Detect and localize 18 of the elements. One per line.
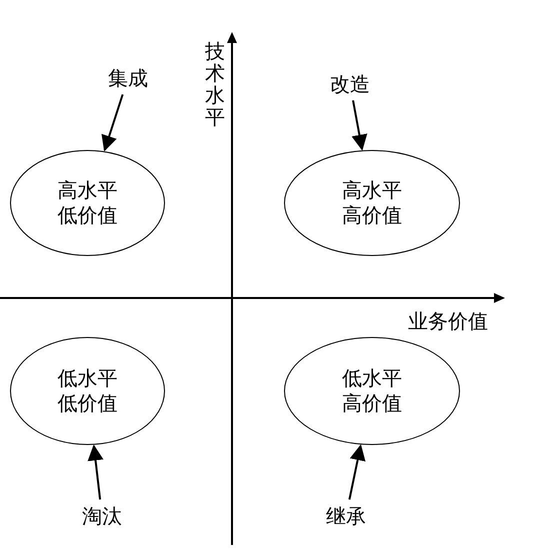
strategy-label: 改造 <box>326 70 374 98</box>
axis-label: 技术水平 <box>205 40 225 128</box>
arrow <box>352 100 368 151</box>
arrow <box>348 444 366 500</box>
strategy-label: 继承 <box>322 502 370 530</box>
axis-label: 业务价值 <box>408 308 488 335</box>
ellipse <box>10 337 165 445</box>
quadrant-label: 高水平低价值 <box>56 178 118 228</box>
arrow <box>102 94 124 152</box>
quadrant-label: 低水平低价值 <box>56 366 118 416</box>
ellipse <box>284 337 460 445</box>
quadrant-label: 低水平高价值 <box>341 366 403 416</box>
ellipse <box>10 150 165 256</box>
strategy-label: 集成 <box>104 64 152 92</box>
quadrant-label: 高水平高价值 <box>341 178 403 228</box>
arrow <box>88 444 104 500</box>
ellipse <box>284 150 460 256</box>
strategy-label: 淘汰 <box>78 502 126 530</box>
